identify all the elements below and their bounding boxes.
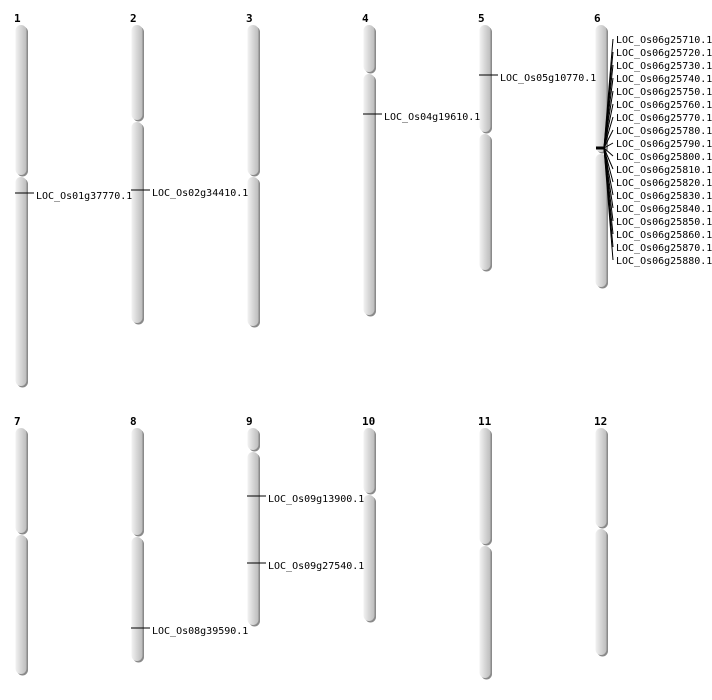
gene-label: LOC_Os06g25860.1 bbox=[616, 230, 712, 241]
chromosome-arm-q bbox=[363, 74, 375, 315]
chromosome-label: 12 bbox=[594, 415, 607, 428]
gene-label: LOC_Os06g25740.1 bbox=[616, 74, 712, 85]
gene-label: LOC_Os04g19610.1 bbox=[384, 112, 480, 123]
gene-label: LOC_Os01g37770.1 bbox=[36, 191, 132, 202]
gene-label: LOC_Os06g25770.1 bbox=[616, 113, 712, 124]
gene-label: LOC_Os06g25840.1 bbox=[616, 204, 712, 215]
chromosome-label: 11 bbox=[478, 415, 492, 428]
chromosome-10: 10 bbox=[362, 415, 376, 623]
chromosome-arm-p bbox=[595, 25, 607, 152]
chromosome-3: 3 bbox=[246, 12, 260, 328]
gene-label: LOC_Os06g25820.1 bbox=[616, 178, 712, 189]
gene-label: LOC_Os06g25730.1 bbox=[616, 61, 712, 72]
gene-label: LOC_Os06g25810.1 bbox=[616, 165, 712, 176]
chromosome-arm-p bbox=[247, 428, 259, 450]
chromosome-label: 10 bbox=[362, 415, 375, 428]
chromosome-label: 5 bbox=[478, 12, 485, 25]
chromosome-label: 8 bbox=[130, 415, 137, 428]
gene-label: LOC_Os05g10770.1 bbox=[500, 73, 596, 84]
chromosome-6: 6LOC_Os06g25710.1LOC_Os06g25720.1LOC_Os0… bbox=[594, 12, 712, 289]
gene-label: LOC_Os09g13900.1 bbox=[268, 494, 364, 505]
gene-label: LOC_Os08g39590.1 bbox=[152, 626, 248, 637]
chromosome-arm-q bbox=[131, 537, 143, 661]
chromosome-arm-p bbox=[131, 428, 143, 535]
chromosome-label: 4 bbox=[362, 12, 369, 25]
chromosome-label: 1 bbox=[14, 12, 21, 25]
gene-connector bbox=[603, 103, 614, 149]
chromosome-arm-p bbox=[595, 428, 607, 527]
chromosome-arm-p bbox=[479, 428, 491, 544]
chromosome-arm-q bbox=[247, 177, 259, 326]
gene-connector bbox=[603, 116, 614, 149]
gene-label: LOC_Os06g25780.1 bbox=[616, 126, 712, 137]
chromosome-arm-q bbox=[595, 529, 607, 655]
gene-label: LOC_Os06g25750.1 bbox=[616, 87, 712, 98]
chromosome-label: 7 bbox=[14, 415, 21, 428]
gene-connector bbox=[603, 147, 614, 170]
chromosome-label: 2 bbox=[130, 12, 137, 25]
chromosome-label: 6 bbox=[594, 12, 601, 25]
chromosome-arm-q bbox=[15, 177, 27, 386]
gene-label: LOC_Os06g25830.1 bbox=[616, 191, 712, 202]
chromosome-arm-q bbox=[595, 154, 607, 287]
gene-label: LOC_Os06g25800.1 bbox=[616, 152, 712, 163]
chromosome-arm-p bbox=[363, 428, 375, 493]
chromosome-arm-p bbox=[15, 428, 27, 533]
chromosome-arm-q bbox=[247, 452, 259, 625]
chromosome-12: 12 bbox=[594, 415, 608, 657]
chromosome-arm-q bbox=[131, 122, 143, 323]
gene-connector bbox=[603, 147, 614, 157]
chromosome-arm-p bbox=[479, 25, 491, 132]
gene-label: LOC_Os06g25760.1 bbox=[616, 100, 712, 111]
chromosome-arm-p bbox=[247, 25, 259, 175]
chromosome-11: 11 bbox=[478, 415, 492, 680]
chromosome-arm-p bbox=[131, 25, 143, 120]
gene-label: LOC_Os06g25880.1 bbox=[616, 256, 712, 267]
gene-label: LOC_Os06g25710.1 bbox=[616, 35, 712, 46]
gene-connector bbox=[603, 147, 614, 261]
gene-label: LOC_Os06g25720.1 bbox=[616, 48, 712, 59]
chromosome-arm-q bbox=[479, 134, 491, 270]
gene-connector bbox=[603, 142, 614, 149]
gene-label: LOC_Os09g27540.1 bbox=[268, 561, 364, 572]
chromosome-7: 7 bbox=[14, 415, 28, 676]
gene-label: LOC_Os02g34410.1 bbox=[152, 188, 248, 199]
chromosome-arm-q bbox=[479, 546, 491, 678]
chromosome-arm-q bbox=[363, 495, 375, 621]
chromosome-label: 3 bbox=[246, 12, 253, 25]
gene-connector bbox=[603, 129, 614, 149]
chromosome-arm-p bbox=[363, 25, 375, 72]
gene-label: LOC_Os06g25870.1 bbox=[616, 243, 712, 254]
chromosome-arm-p bbox=[15, 25, 27, 175]
gene-label: LOC_Os06g25850.1 bbox=[616, 217, 712, 228]
chromosome-arm-q bbox=[15, 535, 27, 674]
gene-label: LOC_Os06g25790.1 bbox=[616, 139, 712, 150]
chromosome-label: 9 bbox=[246, 415, 253, 428]
